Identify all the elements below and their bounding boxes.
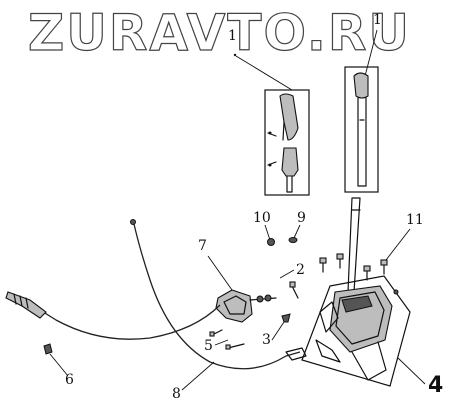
- callout-6: 6: [65, 372, 74, 388]
- part-10-nut: 10: [253, 210, 275, 246]
- callout-8: 8: [172, 386, 181, 402]
- callout-5: 5: [204, 338, 213, 354]
- part-1-knob-assembly-left: 1: [228, 28, 310, 196]
- part-6-clip: 6: [43, 343, 74, 388]
- callout-9: 9: [297, 210, 306, 226]
- callout-1-left: 1: [228, 28, 237, 44]
- part-4-shifter-housing: 4: [301, 275, 443, 398]
- part-1-lever-assembly-right: 1: [344, 12, 382, 193]
- shift-cables: 8: [5, 219, 307, 402]
- part-7-bracket: 7: [198, 238, 277, 323]
- callout-11: 11: [406, 212, 424, 228]
- part-3-clip: 3: [262, 313, 291, 348]
- watermark-text: ZURAVTO.RU: [28, 4, 411, 62]
- part-11-bolts: 11: [319, 212, 424, 281]
- callout-7: 7: [198, 238, 207, 254]
- callout-2: 2: [296, 262, 305, 278]
- part-5-screws: 5: [204, 329, 245, 354]
- callout-10: 10: [253, 210, 271, 226]
- callout-3: 3: [262, 332, 271, 348]
- callout-1-right: 1: [373, 12, 382, 28]
- part-2-stud: 2: [279, 262, 305, 299]
- part-9-nut: 9: [288, 210, 306, 243]
- callout-4: 4: [428, 373, 443, 398]
- part-shift-shaft: [347, 197, 361, 293]
